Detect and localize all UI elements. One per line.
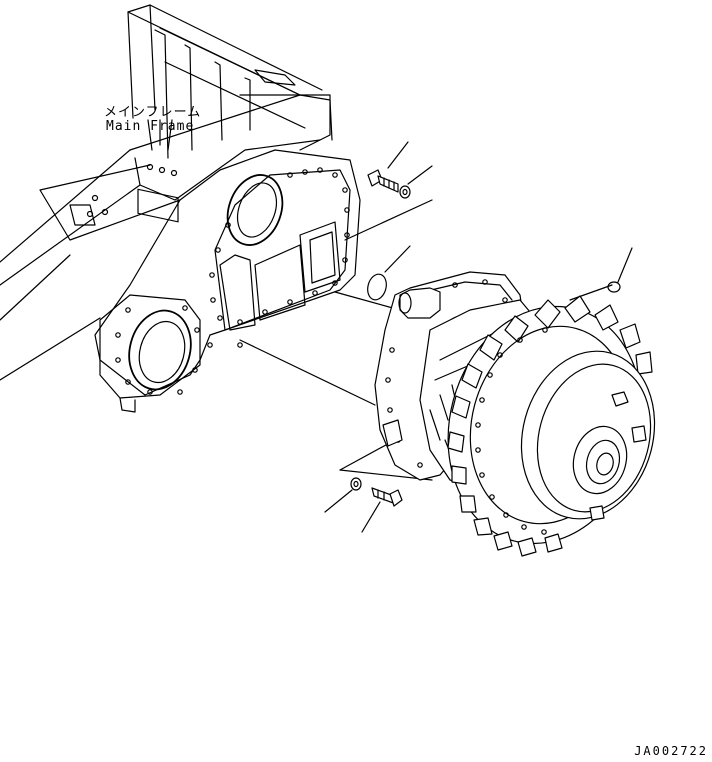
drain-plug — [607, 247, 633, 293]
lower-bolt — [361, 487, 403, 533]
sprocket-teeth — [447, 295, 653, 557]
sprocket-bolt-ring — [475, 327, 548, 535]
main-frame-label-en: Main Frame — [106, 119, 195, 134]
main-frame-label-jp: メインフレーム — [104, 105, 202, 120]
drawing-code: JA002722 — [634, 744, 708, 758]
hub-cover — [520, 350, 656, 521]
upper-bolt — [367, 141, 409, 193]
upper-washer — [399, 165, 433, 199]
o-ring — [367, 245, 411, 301]
lower-washer — [324, 477, 362, 513]
frame-bolt-holes — [207, 167, 350, 348]
main-frame — [0, 4, 361, 413]
